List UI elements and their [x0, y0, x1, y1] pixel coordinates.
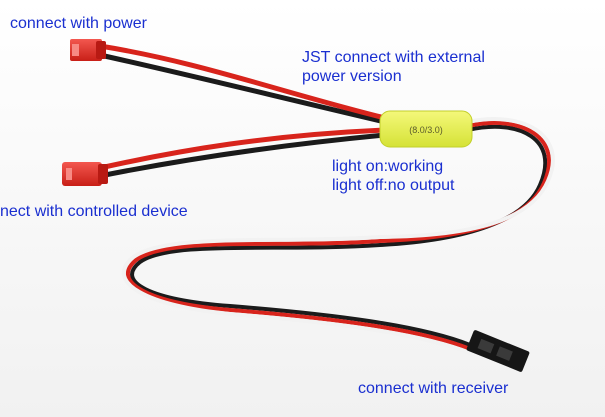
label-jst-line-2: power version — [302, 68, 402, 85]
label-connect-receiver: connect with receiver — [358, 380, 509, 397]
module-marking: (8.0/3.0) — [409, 125, 443, 135]
device-wire-pair — [97, 127, 388, 179]
receiver-servo-cable — [121, 117, 555, 355]
label-jst-external-power: JST connect with external power version — [302, 48, 485, 86]
jst-connector-power — [70, 39, 106, 61]
label-light-on: light on:working — [332, 158, 444, 175]
power-wire-pair — [97, 43, 388, 125]
servo-connector-receiver — [466, 330, 530, 372]
yellow-switch-module: (8.0/3.0) — [379, 110, 473, 148]
label-light-off: light off:no output — [332, 177, 455, 194]
label-jst-line-1: JST connect with external — [302, 49, 485, 66]
label-controlled-device: nect with controlled device — [0, 203, 188, 220]
label-connect-power: connect with power — [10, 15, 147, 32]
jst-connector-device — [62, 162, 108, 186]
label-light-status: light on:working light off:no output — [332, 157, 454, 195]
